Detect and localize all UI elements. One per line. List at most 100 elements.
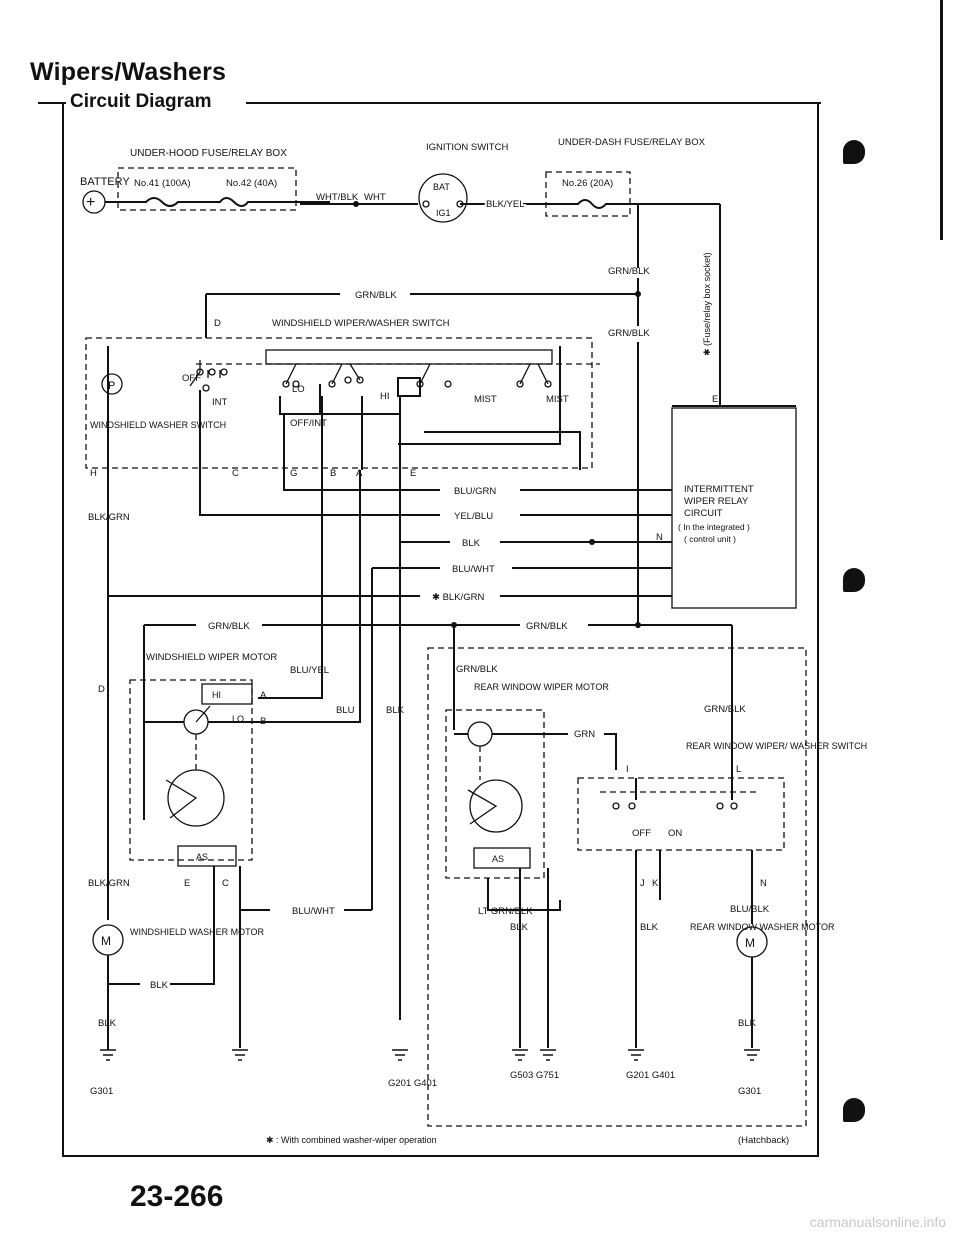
rear-switch-pin-n: N	[760, 878, 767, 889]
wire-label-blu-blk: BLU/BLK	[730, 904, 770, 915]
fuse-26-label: No.26 (20A)	[562, 178, 613, 189]
subtitle-rule-left	[38, 102, 66, 104]
pin-h-label: H	[90, 468, 97, 479]
binder-edge-line	[940, 0, 943, 240]
wire-label-grn-blk: GRN/BLK	[526, 621, 568, 632]
rear-switch-pin-k: K	[652, 878, 659, 889]
motor-pin-e: E	[184, 878, 190, 889]
wire-label-blk: BLK	[510, 922, 529, 933]
wire-label-blk: BLK	[150, 980, 169, 991]
fuse-41-label: No.41 (100A)	[134, 178, 191, 189]
intermittent-label-2: WIPER RELAY	[684, 496, 749, 507]
rear-wiper-motor-label: REAR WINDOW WIPER MOTOR	[474, 682, 609, 692]
rear-off-label: OFF	[632, 828, 651, 839]
intermittent-label-3: CIRCUIT	[684, 508, 723, 519]
diagram-frame	[62, 103, 819, 1157]
washer-motor-m: M	[101, 934, 111, 948]
ignition-switch-label: IGNITION SWITCH	[426, 142, 508, 153]
pin-g-label: G	[290, 468, 297, 479]
ground-icon	[744, 1049, 760, 1061]
under-hood-box-label: UNDER-HOOD FUSE/RELAY BOX	[130, 148, 287, 159]
wire-label-blu-wht: BLU/WHT	[452, 564, 495, 575]
rear-switch-pin-j: J	[640, 878, 645, 889]
wire-label-wht: WHT	[364, 192, 386, 203]
ground-icon	[512, 1049, 528, 1061]
pos-mist-label: MIST	[474, 394, 497, 405]
ground-g201-g401: G201 G401	[388, 1078, 437, 1089]
connector-dot	[353, 201, 359, 207]
pos-int-label: INT	[212, 397, 228, 408]
wire-label-blu: BLU	[336, 705, 355, 716]
rear-switch-box	[577, 777, 785, 851]
intermittent-pin-n: N	[656, 532, 663, 543]
svg-text:P: P	[108, 380, 115, 392]
wire-label-grn: GRN	[574, 729, 595, 740]
watermark: carmanualsonline.info	[809, 1214, 946, 1230]
motor-hi-label: HI	[212, 690, 221, 700]
battery-label: BATTERY	[80, 176, 130, 188]
ground-g301-right: G301	[738, 1086, 761, 1097]
motor-as-label: AS	[196, 852, 208, 862]
section-tab-marker	[843, 140, 865, 164]
motor-pin-d: D	[98, 684, 105, 695]
ground-g503-g751: G503 G751	[510, 1070, 559, 1081]
washer-button-icon	[101, 373, 123, 395]
wiper-cam-symbol	[167, 769, 225, 827]
rear-cam-symbol	[469, 779, 523, 833]
motor-pin-a: A	[260, 690, 267, 701]
section-tab-marker	[843, 568, 865, 592]
page-number: 23-266	[130, 1180, 224, 1213]
ws-switch-pin-d: D	[214, 318, 221, 329]
ws-switch-box	[85, 337, 593, 469]
wire-label-blu-grn: BLU/GRN	[454, 486, 496, 497]
fuse-26-symbol	[540, 199, 640, 209]
section-subtitle: Circuit Diagram	[70, 91, 212, 112]
pin-e-label: E	[410, 468, 416, 479]
page-title: Wipers/Washers	[30, 58, 227, 86]
ground-icon	[392, 1049, 408, 1061]
wire-label-grn-blk: GRN/BLK	[208, 621, 250, 632]
fuse-42-label: No.42 (40A)	[226, 178, 277, 189]
rear-washer-motor-label: REAR WINDOW WASHER MOTOR	[690, 922, 835, 932]
ground-g201-g401-b: G201 G401	[626, 1070, 675, 1081]
wire-label-yel-blu: YEL/BLU	[454, 511, 493, 522]
ground-g301-left: G301	[90, 1086, 113, 1097]
wire-label-grn-blk: GRN/BLK	[608, 328, 650, 339]
wire-label-blk-grn-star: ✱ BLK/GRN	[432, 592, 484, 603]
footnote: ✱ : With combined washer-wiper operation	[266, 1135, 437, 1145]
motor-lo-label: LO	[232, 714, 244, 724]
under-dash-box-label: UNDER-DASH FUSE/RELAY BOX	[558, 137, 706, 148]
wire-label-grn-blk: GRN/BLK	[456, 664, 498, 675]
wire-label-grn-blk: GRN/BLK	[608, 266, 650, 277]
wire-label-blk: BLK	[462, 538, 481, 549]
wire-label-blk-yel: BLK/YEL	[486, 199, 525, 210]
under-hood-box	[117, 167, 297, 211]
ground-icon	[628, 1049, 644, 1061]
wire-label-lt-grn-blk: LT GRN/BLK	[478, 906, 533, 917]
fuse-41-42-symbol	[118, 197, 296, 207]
intermittent-label-4: ( In the integrated )	[678, 522, 750, 532]
intermittent-pin-e: E	[712, 394, 718, 405]
wire-label-blk: BLK	[640, 922, 659, 933]
wire-label-wht-blk: WHT/BLK	[316, 192, 359, 203]
pos-mist-label-2: MIST	[546, 394, 569, 405]
rear-wiper-motor-icon	[467, 721, 493, 747]
wire-label-grn-blk: GRN/BLK	[355, 290, 397, 301]
intermittent-label-5: ( control unit )	[684, 534, 736, 544]
pin-b-label: B	[330, 468, 336, 479]
pos-off-int-label: OFF/INT	[290, 418, 327, 429]
ignition-switch-symbol	[418, 173, 468, 223]
wire-label-blu-yel: BLU/YEL	[290, 665, 329, 676]
ws-wiper-motor-label: WINDSHIELD WIPER MOTOR	[146, 652, 277, 663]
rear-switch-pin-l: L	[736, 764, 741, 775]
wire-label-blk: BLK	[98, 1018, 117, 1029]
pin-c-label: C	[232, 468, 239, 479]
rear-wiper-motor-box	[445, 709, 545, 879]
wire-label-blk: BLK	[386, 705, 405, 716]
pos-lo-label: LO	[292, 384, 305, 395]
ignition-bat-label: BAT	[433, 182, 450, 192]
rear-washer-motor-m: M	[745, 936, 755, 950]
under-dash-box	[545, 171, 631, 217]
rear-switch-pin-i: I	[626, 764, 629, 775]
